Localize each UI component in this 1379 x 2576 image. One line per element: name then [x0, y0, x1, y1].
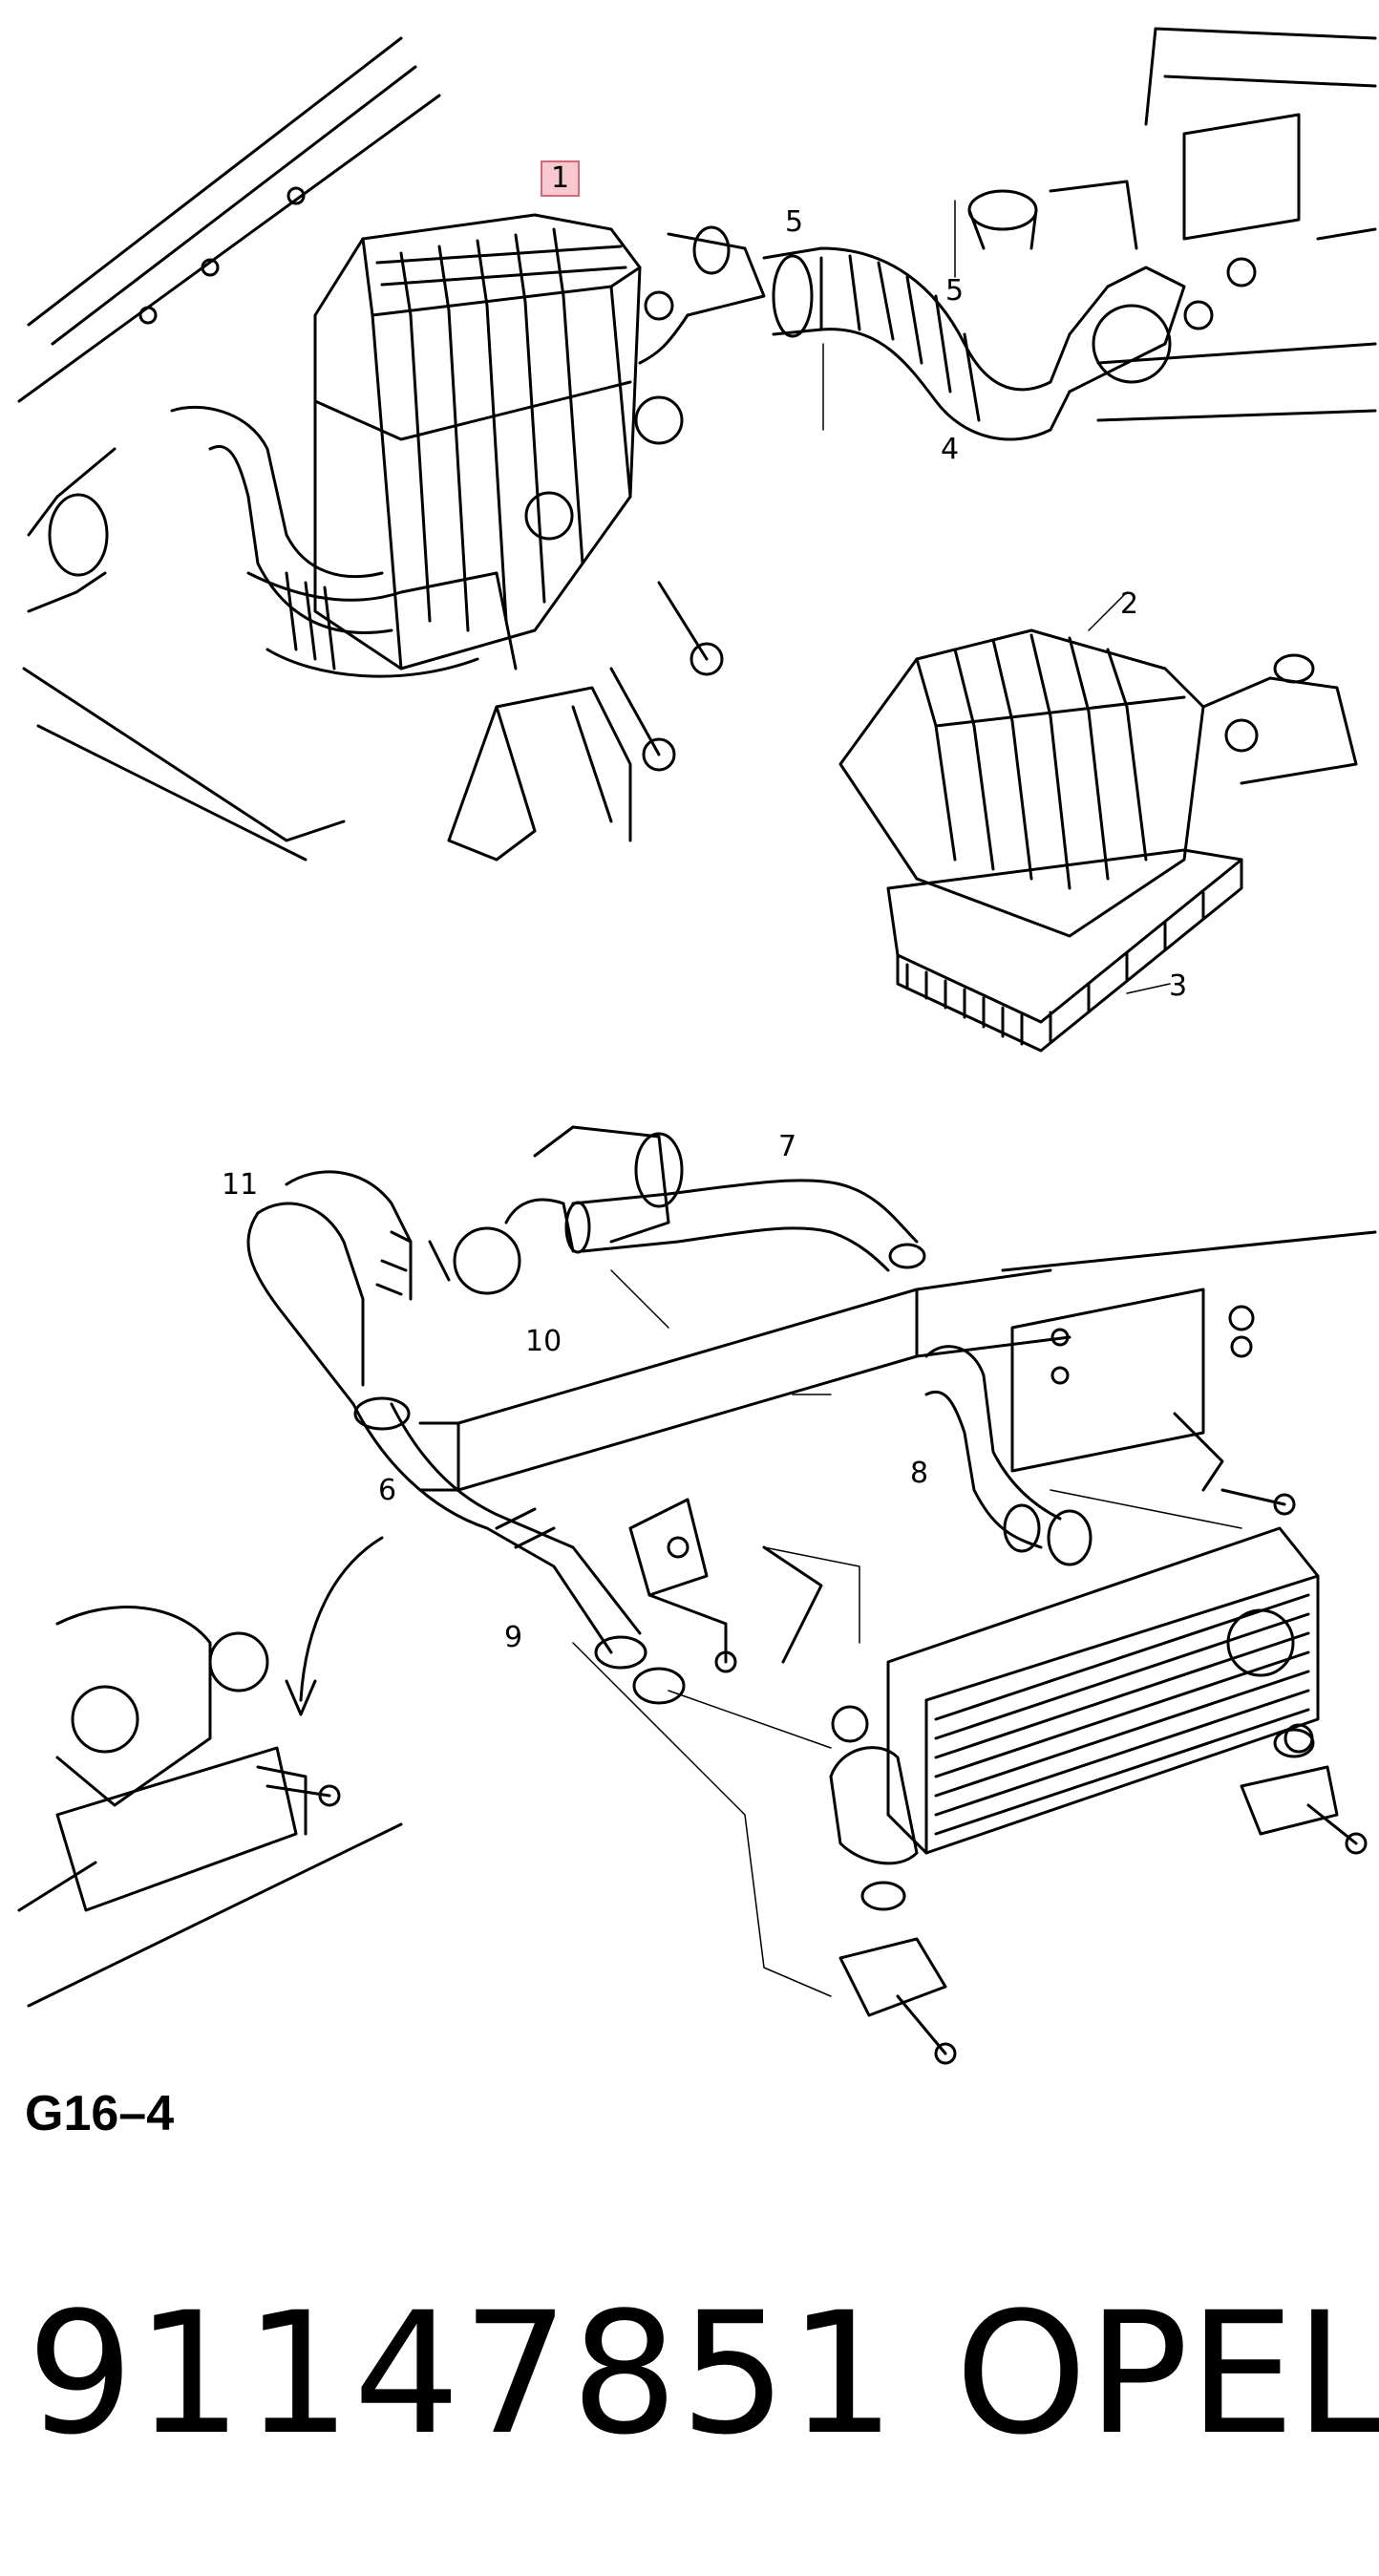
callout-leaders [822, 200, 1171, 994]
throttle-and-manifold-top-right [967, 27, 1377, 422]
callout-6[interactable]: 6 [378, 1474, 397, 1507]
intercooler [829, 1526, 1320, 1865]
intake-hose-4 [762, 246, 1071, 441]
air-cleaner-housing [313, 213, 766, 671]
hose-6-and-9 [351, 1402, 686, 1705]
callout-4[interactable]: 4 [941, 433, 960, 466]
part-number: 91147851 [27, 2276, 898, 2472]
turbo-and-pipes [428, 1125, 684, 1295]
callout-1[interactable]: 1 [541, 160, 581, 197]
callout-11[interactable]: 11 [222, 1168, 259, 1202]
callout-2[interactable]: 2 [1120, 587, 1139, 621]
move-arrow [285, 1536, 384, 1716]
callout-8[interactable]: 8 [910, 1457, 929, 1490]
callout-5-lower[interactable]: 5 [945, 274, 965, 308]
section-code: G16–4 [25, 2086, 175, 2141]
mount-bracket-top [447, 581, 724, 862]
callout-7[interactable]: 7 [778, 1130, 797, 1163]
bracket-center [628, 1498, 823, 1673]
hose-8 [924, 1345, 1093, 1566]
hose-7 [564, 1179, 926, 1272]
intercooler-mounts [838, 1728, 1368, 2065]
callout-9[interactable]: 9 [504, 1621, 523, 1654]
crossmember [418, 1230, 1377, 1492]
callout-5-upper[interactable]: 5 [785, 205, 804, 239]
engine-bay-background [17, 36, 441, 862]
leader-lines [572, 1269, 1242, 1997]
callout-3[interactable]: 3 [1169, 969, 1188, 1003]
intake-hose-left [170, 405, 518, 678]
air-cleaner-cover-2 [838, 628, 1358, 938]
bracket-left-inset [17, 1606, 403, 2008]
callout-10[interactable]: 10 [525, 1325, 562, 1358]
bracket-right [1010, 1288, 1296, 1516]
brand-name: OPEL [955, 2276, 1379, 2472]
hose-11 [246, 1170, 413, 1431]
air-filter-element-3 [886, 848, 1243, 1053]
